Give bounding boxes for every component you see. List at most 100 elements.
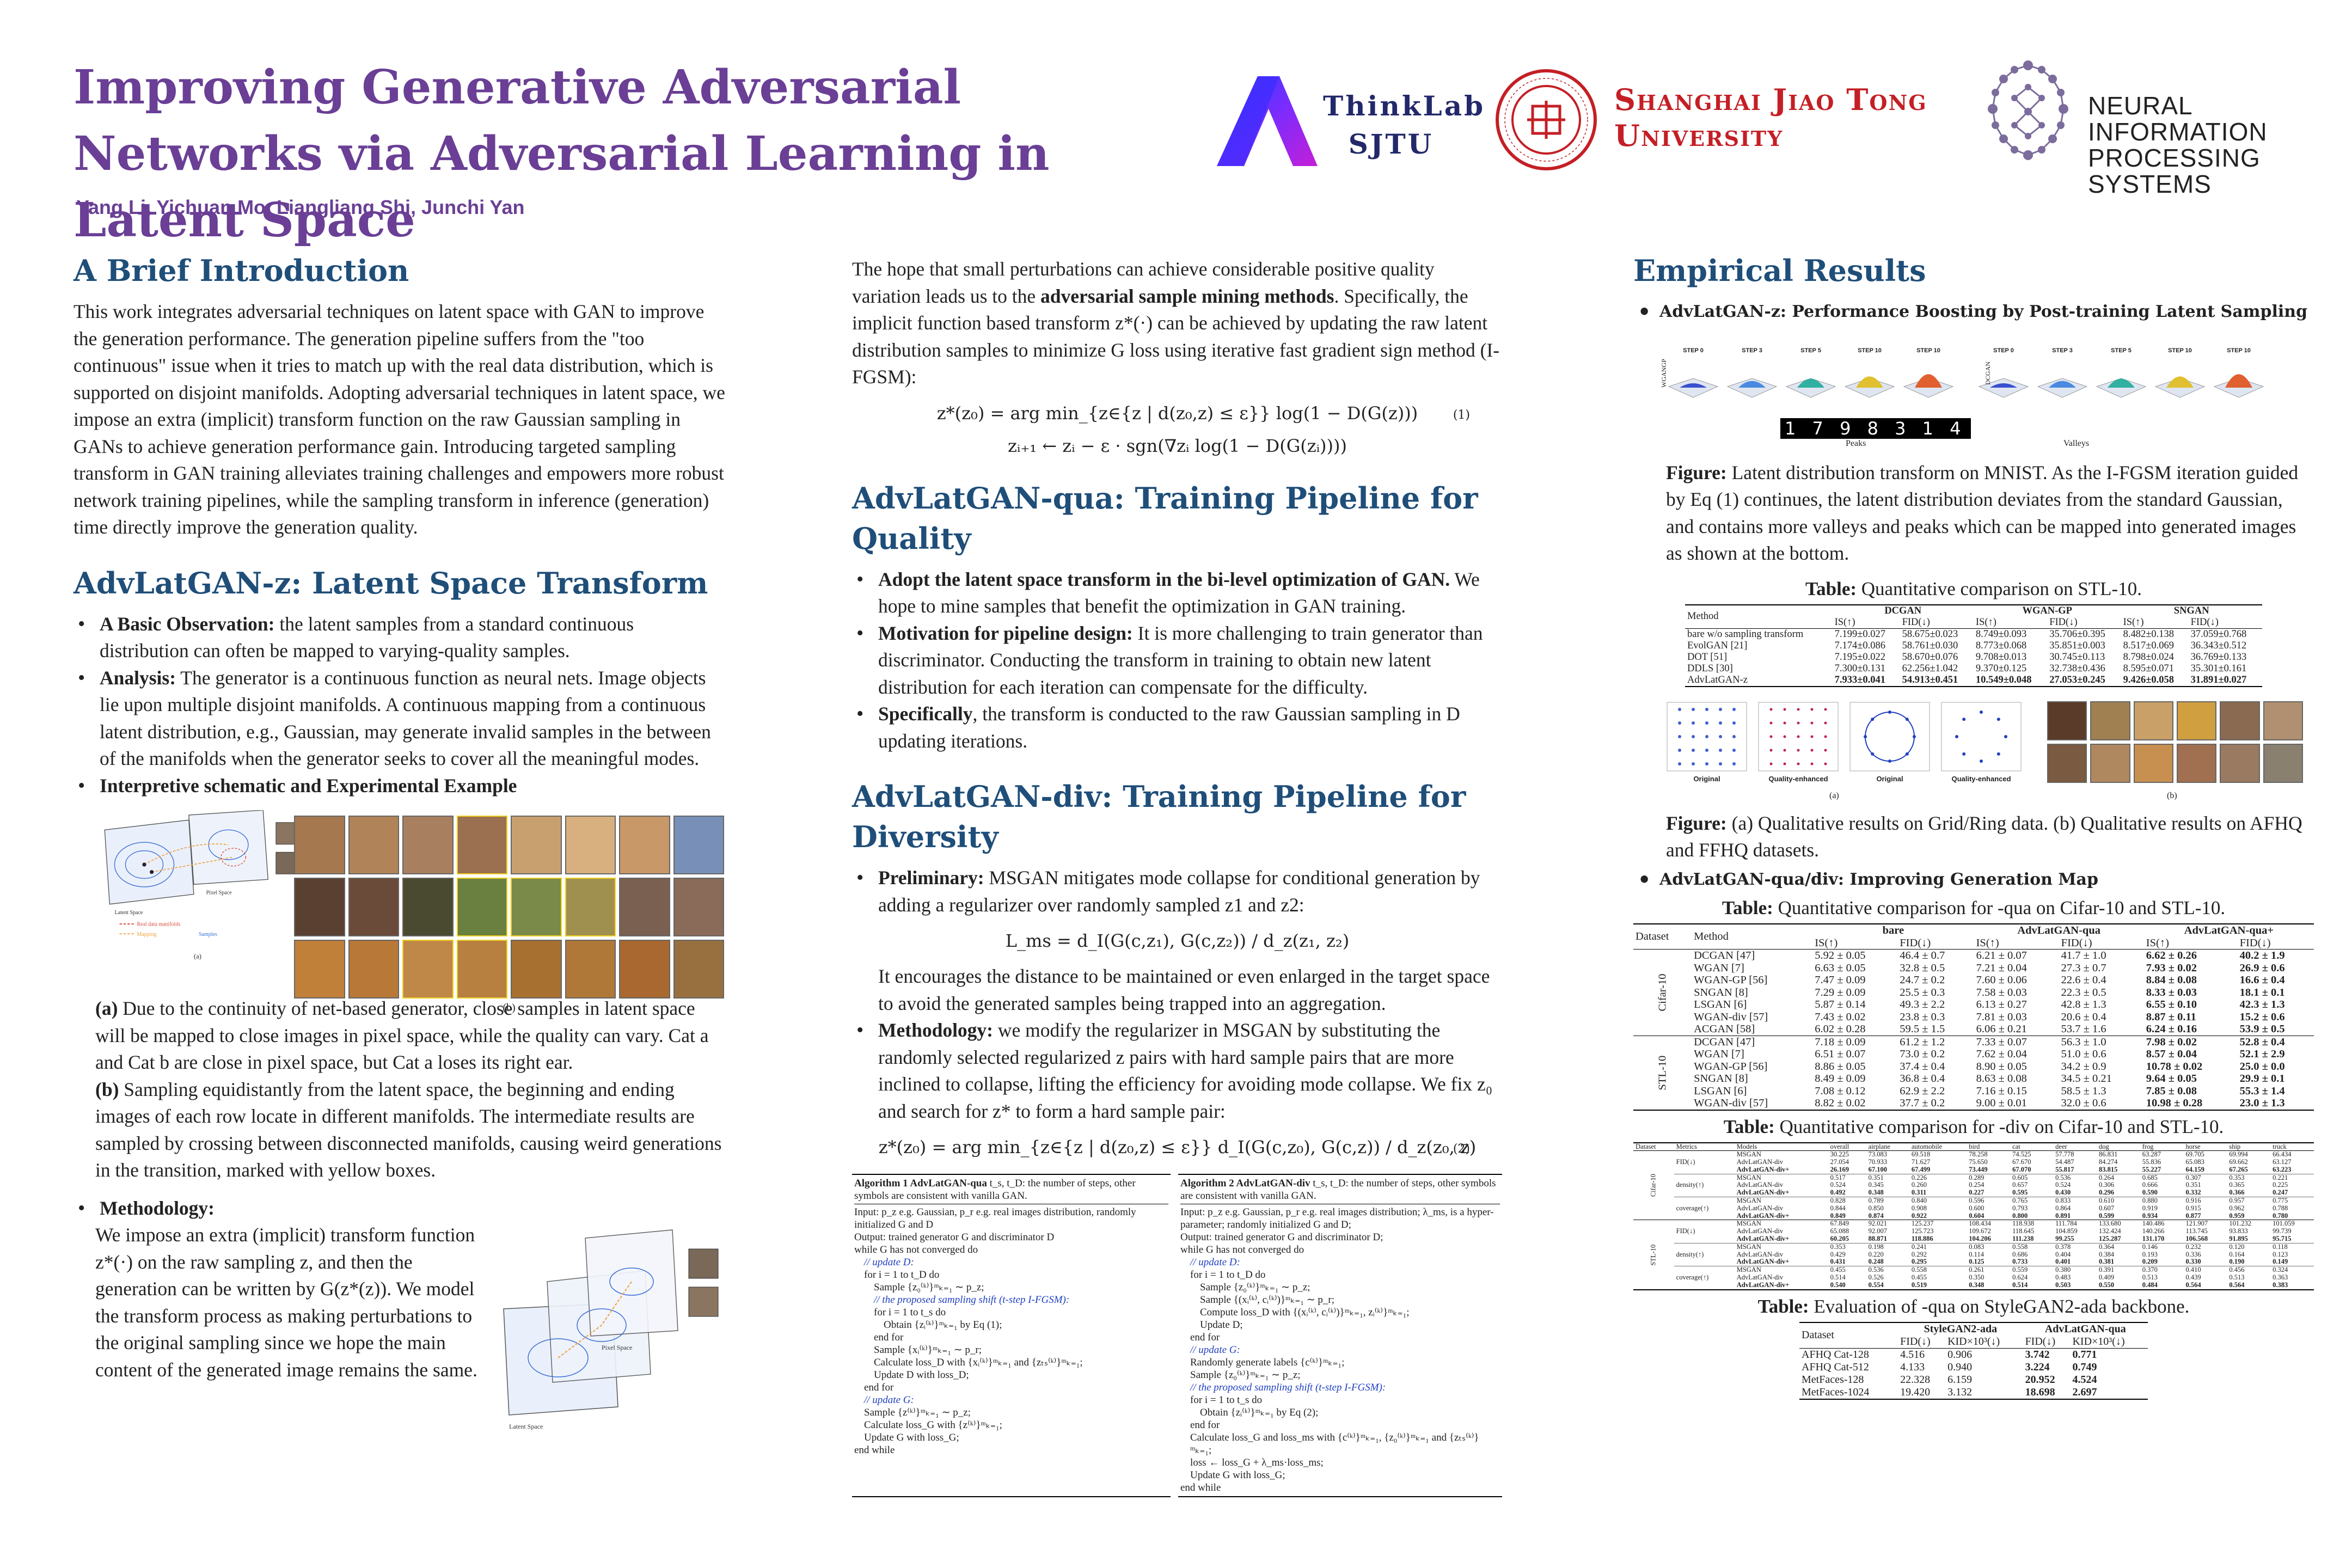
table-cell: 95.715	[2273, 1235, 2292, 1243]
algorithm-line: // the proposed sampling shift (t-step I…	[1190, 1382, 1386, 1393]
algorithm-line: Output: trained generator G and discrimi…	[854, 1232, 1055, 1243]
mnist-digits: 1 7 9 8 3 1 4	[1780, 418, 1971, 439]
table-cell: 0.261	[1969, 1266, 1984, 1274]
algorithm-1-title: Algorithm 1 AdvLatGAN-qua t_s, t_D: the …	[854, 1177, 1168, 1204]
table-cell: 58.670±0.076	[1902, 651, 1958, 663]
algorithm-line: for i = 1 to t_D do	[864, 1269, 940, 1281]
table-cell: 0.536	[1868, 1266, 1884, 1274]
table-cell: WGAN-div [57]	[1694, 1010, 1768, 1023]
table-cell: 23.0 ± 1.3	[2239, 1097, 2285, 1109]
table-cell: 0.934	[2142, 1211, 2158, 1220]
table-cell: 125.237	[1911, 1220, 1934, 1228]
latent-space-label: Latent Space	[114, 910, 143, 916]
algorithm-line: Randomly generate labels {c⁽ᵏ⁾}ᵐₖ₌₁;	[1190, 1357, 1345, 1368]
table-cell: 0.513	[2142, 1273, 2158, 1282]
algorithm-line: // update D:	[1190, 1257, 1240, 1268]
image-tile	[348, 940, 399, 999]
table-cell: 0.365	[2229, 1181, 2245, 1189]
cat-row	[294, 816, 724, 874]
table-cell: 9.426±0.058	[2123, 674, 2174, 685]
image-tile	[511, 878, 562, 936]
table-cell: 0.248	[1868, 1258, 1884, 1266]
equation-2: z*(z₀) = arg min_{z∈{z | d(z₀,z) ≤ ε}} d…	[878, 1137, 1477, 1157]
table-cell: 0.370	[2142, 1266, 2158, 1274]
table-cell: 0.514	[1830, 1273, 1846, 1282]
table-header-cell: IS(↑)	[1834, 616, 1855, 628]
table-cell: AdvLatGAN-div+	[1736, 1258, 1790, 1266]
column-right: Empirical Results AdvLatGAN-z: Performan…	[1633, 250, 2314, 1400]
table-cell: 52.1 ± 2.9	[2239, 1048, 2285, 1060]
pixel-space-label: Pixel Space	[206, 890, 232, 896]
table-cell: 0.350	[1969, 1273, 1984, 1282]
table-cell: 0.492	[1830, 1189, 1846, 1197]
table-header-cell: IS(↑)	[2123, 616, 2144, 628]
sjtu-seal-icon	[1496, 69, 1597, 170]
step-label: STEP 0	[1993, 347, 2014, 354]
table-cell: 0.915	[2185, 1204, 2201, 1212]
table-cell: 0.149	[2273, 1258, 2288, 1266]
table-cell: 67.849	[1830, 1220, 1849, 1228]
table-cell: 0.849	[1830, 1211, 1846, 1220]
algorithm-line: // the proposed sampling shift (t-step I…	[874, 1294, 1070, 1306]
table-cell: 84.274	[2098, 1158, 2118, 1166]
table-header-cell: bird	[1969, 1142, 1980, 1150]
table-cell: 4.133	[1900, 1361, 1925, 1373]
table-cell: 0.564	[2185, 1281, 2201, 1289]
table-cell: 104.859	[2055, 1227, 2078, 1235]
table-cell: 0.351	[1868, 1173, 1884, 1181]
table-cell: 0.289	[1969, 1173, 1984, 1181]
after-ms-text: It encourages the distance to be maintai…	[878, 965, 1490, 1014]
latent-step-panel: STEP 10	[2212, 347, 2266, 406]
table-cell: 0.227	[1969, 1189, 1984, 1197]
table-cell: 5.87 ± 0.14	[1815, 999, 1866, 1010]
algorithm-line: end for	[1190, 1419, 1220, 1431]
table-cell: 0.193	[2142, 1250, 2158, 1258]
equation-1-number: (1)	[1453, 408, 1470, 422]
table-cell: 42.8 ± 1.3	[2061, 999, 2106, 1010]
table-cell: 75.650	[1969, 1158, 1988, 1166]
table-cell: 9.708±0.013	[1975, 651, 2027, 663]
table-cell: 20.952	[2025, 1373, 2055, 1386]
equation-1b: zᵢ₊₁ ← zᵢ − ε · sgn(∇zᵢ log(1 − D(G(zᵢ))…	[1008, 435, 1347, 456]
algorithm-line: Sample {(xᵢ⁽ᵏ⁾, cᵢ⁽ᵏ⁾)}ᵐₖ₌₁ ∼ p_r;	[1200, 1294, 1334, 1306]
table-cell: AdvLatGAN-div+	[1736, 1189, 1790, 1197]
table-cell: 125.287	[2098, 1235, 2121, 1243]
table-cell: 0.685	[2142, 1173, 2158, 1181]
table-cell: AdvLatGAN-div	[1736, 1273, 1784, 1282]
grid-ring-label: Original	[1693, 774, 1720, 783]
table-cell: 36.769±0.133	[2190, 651, 2247, 663]
image-tile	[673, 878, 724, 936]
col2-intro-text: The hope that small perturbations can ac…	[852, 258, 1500, 388]
algorithm-line: Compute loss_D with {(xᵢ⁽ᵏ⁾, cᵢ⁽ᵏ⁾)}ᵐₖ₌₁…	[1200, 1307, 1410, 1318]
table-cell: 23.8 ± 0.3	[1900, 1010, 1945, 1023]
table-cell: 58.5 ± 1.3	[2061, 1085, 2106, 1097]
table-cell: 99.739	[2273, 1227, 2292, 1235]
table-cell: 5.92 ± 0.05	[1815, 950, 1866, 961]
table-cell: 63.223	[2273, 1165, 2292, 1173]
table-cell: 25.5 ± 0.3	[1900, 986, 1945, 999]
table-cell: 101.232	[2229, 1220, 2251, 1228]
table-cell: 64.159	[2185, 1165, 2204, 1173]
table-cell: 0.324	[2273, 1266, 2288, 1274]
table-cell: 69.518	[1911, 1150, 1931, 1159]
table-cell: 9.370±0.125	[1975, 663, 2027, 674]
table-cell: 9.64 ± 0.05	[2146, 1073, 2197, 1085]
table-cell: 36.8 ± 0.4	[1900, 1073, 1945, 1085]
table-cell: 0.164	[2229, 1250, 2245, 1258]
fig2-a-label: (a)	[1829, 791, 1839, 800]
table-cell: 0.348	[1868, 1189, 1884, 1197]
table-cell: 7.199±0.027	[1834, 628, 1885, 640]
table-cell: 0.624	[2012, 1273, 2028, 1282]
table-cell: 8.773±0.068	[1975, 640, 2027, 651]
table-cell: MSGAN	[1736, 1242, 1761, 1251]
table-header-cell: KID×10³(↓)	[2072, 1335, 2125, 1347]
table-cell: 6.02 ± 0.28	[1815, 1023, 1866, 1035]
grid-ring-label: Quality-enhanced	[1768, 774, 1828, 783]
